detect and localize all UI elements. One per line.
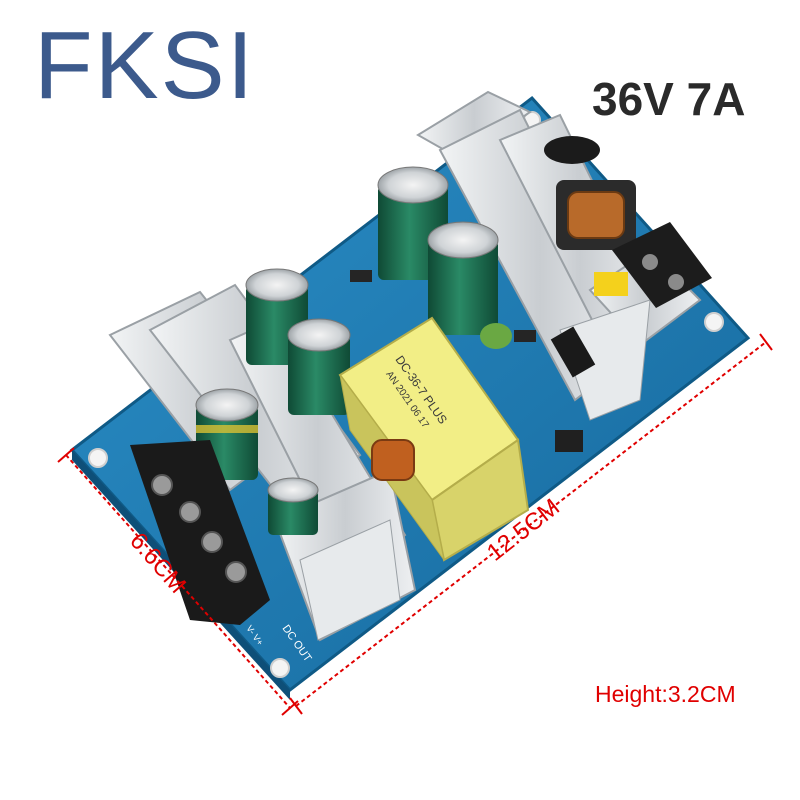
- mount-hole: [270, 658, 290, 678]
- output-terminal: [130, 440, 270, 625]
- capacitor-large-2: [427, 221, 499, 335]
- green-capacitor: [480, 323, 512, 349]
- height-label: Height:3.2CM: [595, 681, 736, 707]
- mount-hole: [704, 312, 724, 332]
- power-transistor: [550, 326, 596, 378]
- transformer: DC-36-7 PLUS AN 2021 06 17: [338, 316, 530, 562]
- input-terminal: [612, 222, 712, 308]
- resistor: [350, 270, 372, 282]
- brand-logo: FKSI: [34, 12, 256, 119]
- mount-hole: [88, 448, 108, 468]
- ic-chip: [555, 430, 583, 452]
- capacitor-small: [267, 477, 319, 535]
- resistor: [514, 330, 536, 342]
- yellow-component: [594, 272, 628, 296]
- capacitor-left-2: [287, 318, 351, 415]
- spec-label: 36V 7A: [592, 73, 746, 125]
- filter-inductor: [544, 136, 636, 250]
